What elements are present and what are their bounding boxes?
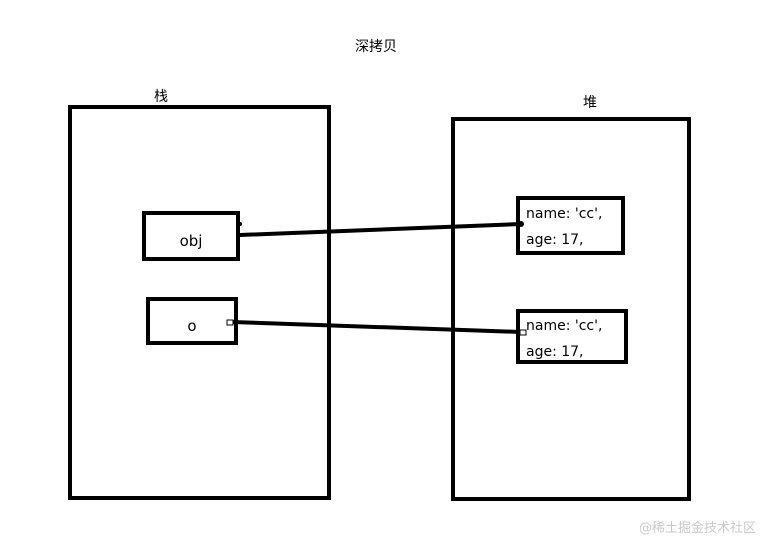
reference-start-dot-obj: [238, 222, 242, 226]
reference-end-dot-obj: [518, 221, 524, 227]
diagram-title: 深拷贝: [355, 39, 397, 55]
heap-object-2-name: name: 'cc',: [526, 318, 603, 334]
reference-line-obj: [238, 222, 523, 237]
stack-var-obj-label: obj: [179, 232, 203, 250]
heap-object-1-name: name: 'cc',: [526, 206, 603, 222]
stack-var-obj-box: obj: [142, 211, 240, 261]
stack-box: [68, 105, 331, 500]
stack-label: 栈: [154, 89, 168, 105]
stack-var-o-label: o: [187, 317, 197, 335]
heap-label: 堆: [583, 95, 597, 111]
reference-start-handle-o: [226, 319, 234, 326]
heap-object-2-box: name: 'cc', age: 17,: [516, 309, 628, 364]
reference-line-o: [230, 320, 523, 334]
reference-end-handle-o: [519, 329, 527, 336]
heap-box: [451, 117, 691, 501]
heap-object-1-age: age: 17,: [526, 232, 584, 248]
watermark-text: @稀土掘金技术社区: [638, 521, 756, 536]
heap-object-2-age: age: 17,: [526, 344, 584, 360]
